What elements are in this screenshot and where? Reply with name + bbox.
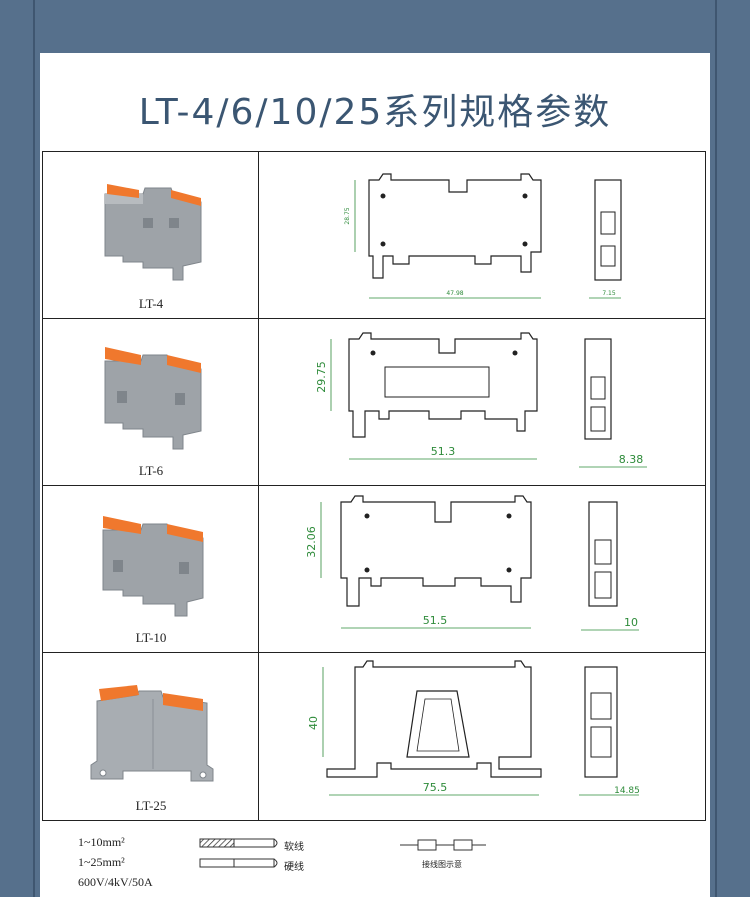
product-photo-cell: LT-10 — [43, 486, 259, 652]
width-dimension: 75.5 — [423, 781, 448, 794]
model-label: LT-25 — [135, 798, 167, 813]
height-dimension: 28.75 — [344, 207, 351, 224]
model-label: LT-6 — [138, 463, 164, 478]
frame-edge-right — [715, 0, 717, 897]
height-dimension: 29.75 — [315, 361, 328, 393]
spec-table: LT-4 28.75 47.98 — [42, 151, 706, 821]
terminal-block-photo — [102, 516, 204, 617]
content-panel: LT-4/6/10/25系列规格参数 LT-4 — [40, 53, 710, 897]
wiring-diagram-label: 接线图示意 — [422, 860, 462, 869]
depth-dimension: 14.85 — [614, 786, 640, 796]
dimension-drawing: 32.06 51.5 10 — [305, 495, 639, 631]
terminal-block-photo — [90, 685, 214, 782]
width-dimension: 47.98 — [446, 290, 463, 297]
terminal-block-photo — [104, 347, 202, 450]
frame-top-band — [0, 0, 750, 53]
model-label: LT-10 — [135, 630, 167, 645]
depth-dimension: 8.38 — [619, 453, 644, 466]
legend: 1~10mm² 1~25mm² 600V/4kV/50A 软线 硬线 — [78, 831, 678, 891]
model-label: LT-4 — [138, 296, 164, 311]
dimension-drawing: 29.75 51.3 8.38 — [315, 332, 647, 468]
page-title: LT-4/6/10/25系列规格参数 — [138, 92, 612, 133]
spec-row-lt4: LT-4 28.75 47.98 — [43, 152, 705, 319]
electrical-rating: 600V/4kV/50A — [78, 875, 153, 889]
dimension-drawing: 40 75.5 14.85 — [307, 660, 640, 796]
wire-icons — [199, 838, 278, 868]
dimension-drawing: 28.75 47.98 7.15 — [344, 173, 622, 299]
spec-row-lt25: LT-25 40 75.5 14.8 — [43, 653, 705, 820]
product-photo-cell: LT-6 — [43, 319, 259, 485]
wire-range-hard: 1~25mm² — [78, 855, 125, 869]
wiring-diagram-icon — [400, 839, 486, 851]
wire-range-soft: 1~10mm² — [78, 835, 125, 849]
depth-dimension: 10 — [624, 616, 638, 629]
soft-wire-label: 软线 — [284, 842, 304, 853]
drawing-cell: 28.75 47.98 7.15 — [259, 152, 707, 318]
product-photo-cell: LT-4 — [43, 152, 259, 318]
terminal-block-photo — [104, 184, 202, 281]
spec-row-lt10: LT-10 32.06 51.5 — [43, 486, 705, 653]
frame-edge-left — [33, 0, 35, 897]
height-dimension: 32.06 — [305, 526, 318, 558]
drawing-cell: 40 75.5 14.85 — [259, 653, 707, 820]
spec-row-lt6: LT-6 29.75 51.3 — [43, 319, 705, 486]
depth-dimension: 7.15 — [602, 290, 616, 297]
drawing-cell: 32.06 51.5 10 — [259, 486, 707, 652]
width-dimension: 51.5 — [423, 614, 448, 627]
drawing-cell: 29.75 51.3 8.38 — [259, 319, 707, 485]
height-dimension: 40 — [307, 716, 320, 730]
product-photo-cell: LT-25 — [43, 653, 259, 820]
hard-wire-label: 硬线 — [284, 862, 304, 873]
width-dimension: 51.3 — [431, 445, 456, 458]
